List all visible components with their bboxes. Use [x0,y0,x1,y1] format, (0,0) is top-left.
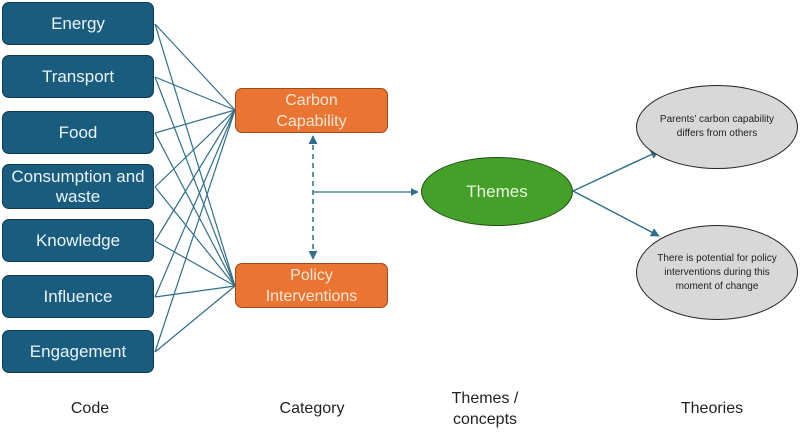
connector-code-5-to-category-1 [154,285,236,298]
connector-code-1-to-category-1 [154,76,236,287]
code-box-energy: Energy [2,2,154,45]
code-label: Knowledge [35,230,121,250]
theme-to-theory-2-arrow [572,190,660,237]
theory-label: There is potential for policy interventi… [657,252,777,292]
code-to-category-connectors [154,23,236,353]
theme-label: Themes [466,181,528,201]
connector-code-0-to-category-0 [154,23,236,111]
connector-code-2-to-category-0 [154,109,236,134]
code-label: Influence [43,286,113,306]
code-box-engagement: Engagement [2,330,154,373]
code-box-influence: Influence [2,275,154,318]
code-box-transport: Transport [2,55,154,98]
theory-ellipse-parents: Parents’ carbon capability differs from … [636,85,798,169]
theme-ellipse: Themes [421,157,573,226]
connector-code-6-to-category-0 [154,109,236,353]
code-label: Food [58,122,98,142]
code-label: Transport [41,66,115,86]
column-label-code: Code [70,400,110,417]
connector-code-3-to-category-0 [154,109,236,188]
category-box-carbon-capability: Carbon Capability [235,88,388,133]
theory-ellipse-policy-potential: There is potential for policy interventi… [636,225,798,320]
code-label: Engagement [29,341,127,361]
connector-code-0-to-category-1 [154,23,236,287]
code-label: Consumption and waste [11,166,145,206]
connector-code-6-to-category-1 [154,285,236,353]
column-label-themes: Themes / concepts [451,390,519,428]
theory-label: Parents’ carbon capability differs from … [659,114,775,139]
column-label-theories: Theories [680,400,744,417]
column-label-category: Category [279,400,345,417]
code-label: Energy [51,13,105,33]
category-label: Carbon Capability [276,91,347,130]
connector-code-4-to-category-0 [154,109,236,242]
code-box-food: Food [2,111,154,154]
theme-to-theory-1-arrow [572,150,660,192]
connector-code-1-to-category-0 [154,76,236,111]
connector-code-4-to-category-1 [154,240,236,287]
category-label: Policy Interventions [265,266,358,305]
category-box-policy-interventions: Policy Interventions [235,263,388,308]
code-box-consumption: Consumption and waste [2,164,154,209]
connector-code-5-to-category-0 [154,109,236,298]
connector-code-2-to-category-1 [154,132,236,287]
code-box-knowledge: Knowledge [2,219,154,262]
connector-code-3-to-category-1 [154,186,236,287]
